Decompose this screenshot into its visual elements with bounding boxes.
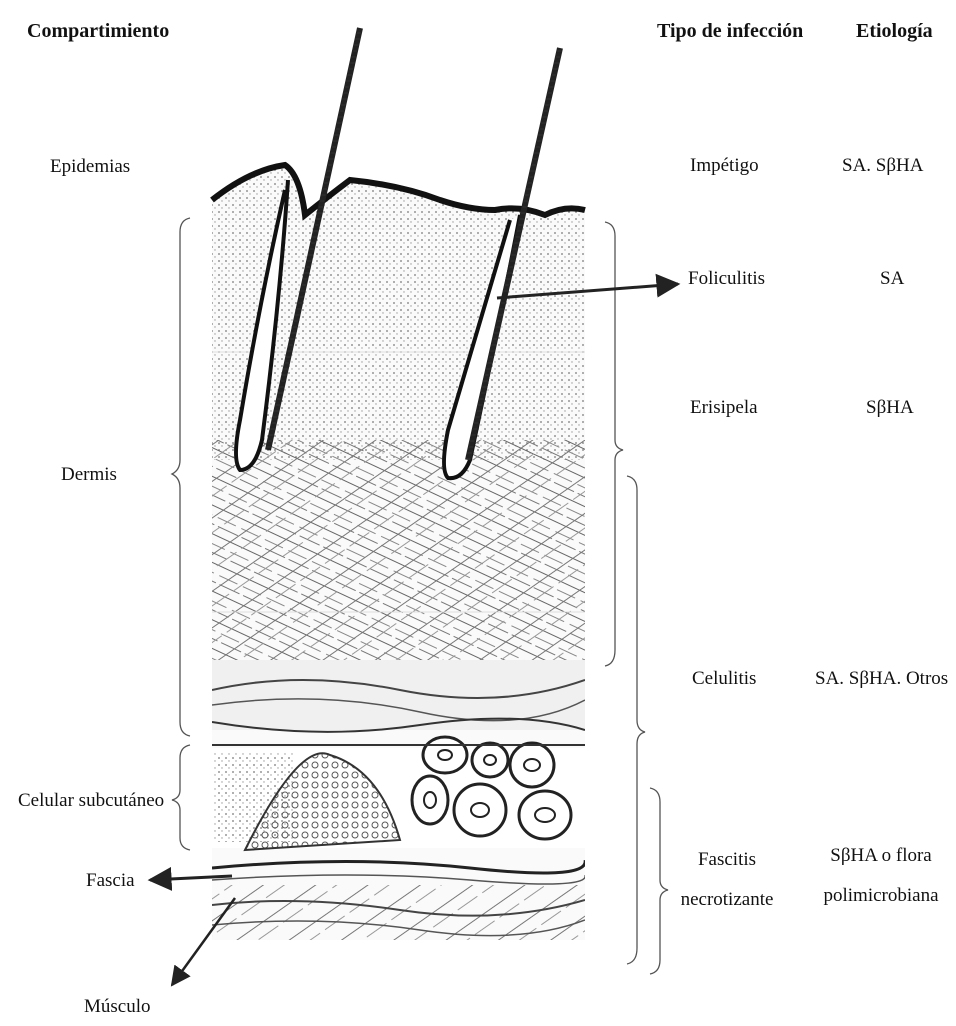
label-fascia: Fascia: [86, 870, 135, 892]
infection-type-celulitis: Celulitis: [692, 668, 756, 690]
etiology-fascitis: SβHA o flora polimicrobiana: [812, 836, 950, 916]
label-dermis: Dermis: [61, 464, 117, 486]
etiology-foliculitis: SA: [880, 268, 904, 290]
etiology-impetigo: SA. SβHA: [842, 155, 923, 177]
etiology-fascitis-line2: polimicrobiana: [812, 876, 950, 916]
infection-type-fascitis-line2: necrotizante: [672, 880, 782, 920]
label-subcutaneous: Celular subcutáneo: [18, 790, 164, 812]
etiology-celulitis: SA. SβHA. Otros: [815, 668, 948, 690]
infection-type-erisipela: Erisipela: [690, 397, 758, 419]
header-compartment: Compartimiento: [27, 20, 169, 43]
infection-type-fascitis-line1: Fascitis: [672, 840, 782, 880]
infection-type-impetigo: Impétigo: [690, 155, 759, 177]
header-etiology: Etiología: [856, 20, 933, 43]
label-epidermis: Epidemias: [50, 156, 130, 178]
etiology-fascitis-line1: SβHA o flora: [812, 836, 950, 876]
infection-type-foliculitis: Foliculitis: [688, 268, 765, 290]
infection-type-fascitis: Fascitis necrotizante: [672, 840, 782, 920]
label-muscle: Músculo: [84, 996, 151, 1018]
etiology-erisipela: SβHA: [866, 397, 914, 419]
header-infection-type: Tipo de infección: [657, 20, 803, 43]
